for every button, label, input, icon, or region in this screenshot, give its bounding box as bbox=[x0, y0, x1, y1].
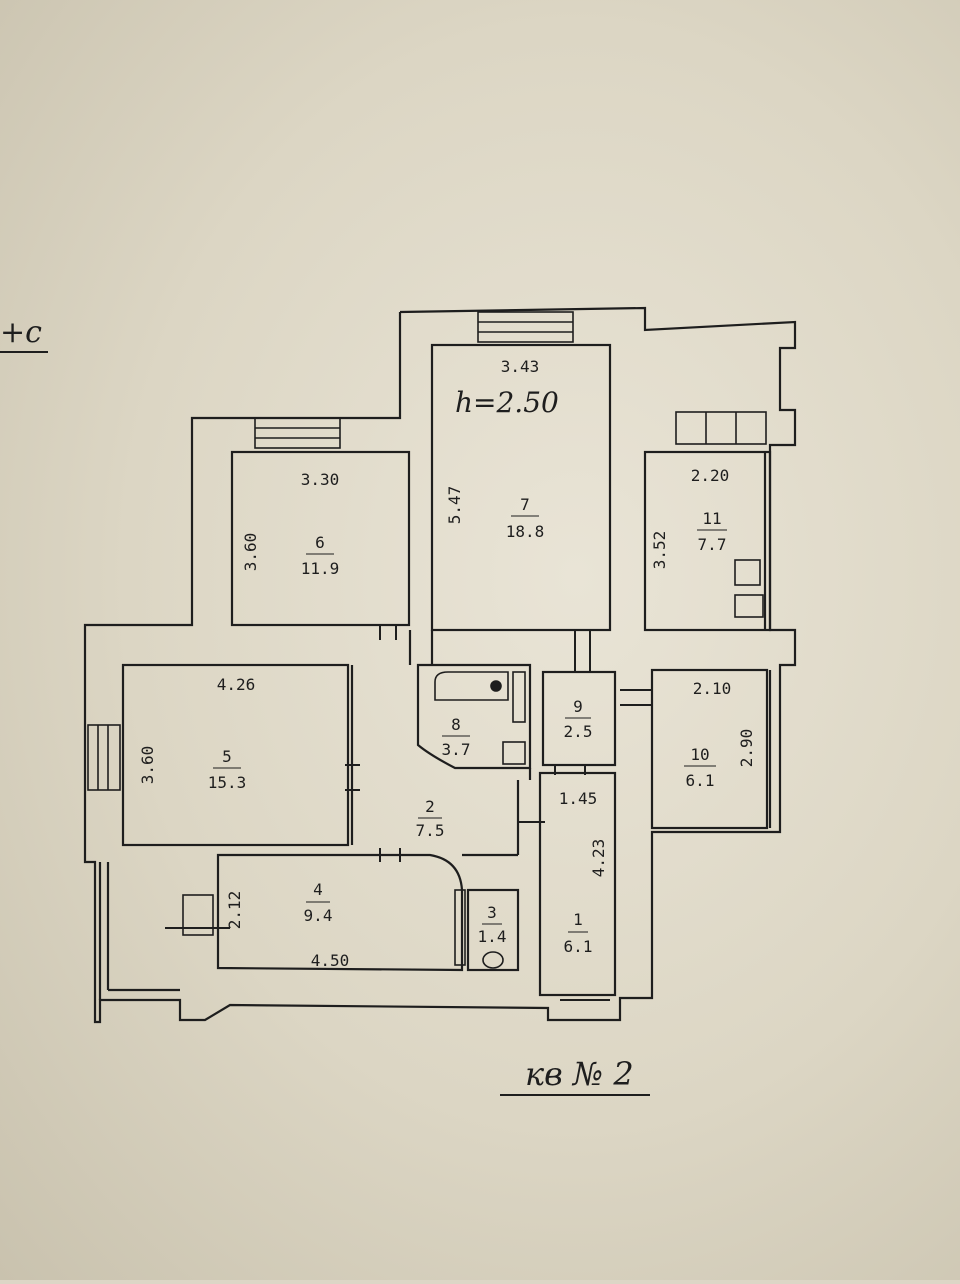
room-10-outline bbox=[650, 668, 769, 830]
svg-text:6: 6 bbox=[315, 533, 325, 552]
room-3-label: 3 1.4 bbox=[478, 903, 507, 946]
toilet bbox=[482, 951, 504, 969]
room-6-label: 6 11.9 bbox=[301, 533, 340, 578]
room-4-outline bbox=[216, 853, 464, 972]
svg-text:8: 8 bbox=[451, 715, 461, 734]
sink-bath bbox=[502, 741, 526, 765]
svg-text:18.8: 18.8 bbox=[506, 522, 545, 541]
svg-text:15.3: 15.3 bbox=[208, 773, 247, 792]
room-9-outline bbox=[541, 670, 617, 767]
svg-text:9: 9 bbox=[573, 697, 583, 716]
kitchen-sink bbox=[734, 594, 764, 618]
dim-r4-width: 4.50 bbox=[311, 951, 350, 970]
dim-r10-width: 2.10 bbox=[693, 679, 732, 698]
outer-wall bbox=[83, 306, 797, 1024]
svg-text:6.1: 6.1 bbox=[564, 937, 593, 956]
dim-r5-height: 3.60 bbox=[138, 746, 157, 785]
room-7-outline bbox=[430, 343, 612, 632]
balcony-outline bbox=[98, 862, 180, 1000]
bath-radiator bbox=[512, 671, 526, 723]
inner-wall-lines bbox=[763, 452, 772, 828]
svg-text:4: 4 bbox=[313, 880, 323, 899]
room-3-outline bbox=[466, 888, 520, 972]
svg-text:2: 2 bbox=[425, 797, 435, 816]
room-11-label: 11 7.7 bbox=[697, 509, 727, 554]
apartment-label: кв № 2 bbox=[525, 1055, 634, 1093]
stove bbox=[734, 559, 761, 586]
dim-r4-height: 2.12 bbox=[225, 891, 244, 930]
room-1-label: 1 6.1 bbox=[564, 910, 593, 956]
svg-text:7: 7 bbox=[520, 495, 530, 514]
bathtub-drain bbox=[490, 680, 502, 692]
dim-r6-height: 3.60 bbox=[241, 533, 260, 572]
walls bbox=[83, 306, 797, 1024]
window-room-4 bbox=[182, 894, 214, 936]
dim-r1-width: 1.45 bbox=[559, 789, 598, 808]
svg-text:5: 5 bbox=[222, 747, 232, 766]
room-1-outline bbox=[538, 771, 617, 997]
svg-text:9.4: 9.4 bbox=[304, 906, 333, 925]
room-6-outline bbox=[230, 450, 411, 627]
svg-text:1.4: 1.4 bbox=[478, 927, 507, 946]
room-2-label: 2 7.5 bbox=[416, 797, 445, 840]
ceiling-height: h=2.50 bbox=[455, 386, 559, 419]
svg-text:3: 3 bbox=[487, 903, 497, 922]
svg-text:11.9: 11.9 bbox=[301, 559, 340, 578]
fixtures bbox=[434, 559, 764, 969]
room-11-outline bbox=[643, 450, 772, 632]
room-9-label: 9 2.5 bbox=[564, 697, 593, 741]
room-7-label: 7 18.8 bbox=[506, 495, 545, 541]
dim-r5-width: 4.26 bbox=[217, 675, 256, 694]
svg-text:10: 10 bbox=[690, 745, 709, 764]
room-8-label: 8 3.7 bbox=[442, 715, 471, 759]
dim-r7-height: 5.47 bbox=[445, 486, 464, 525]
toilet-radiator bbox=[454, 889, 466, 966]
dim-r11-height: 3.52 bbox=[650, 531, 669, 570]
room-5-label: 5 15.3 bbox=[208, 747, 247, 792]
window-room-7 bbox=[477, 311, 574, 343]
dim-r7-width: 3.43 bbox=[501, 357, 540, 376]
window-room-5 bbox=[87, 724, 121, 791]
svg-text:11: 11 bbox=[702, 509, 721, 528]
svg-text:7.7: 7.7 bbox=[698, 535, 727, 554]
door-marks bbox=[165, 625, 652, 1001]
windows bbox=[87, 311, 767, 936]
bathtub bbox=[434, 671, 509, 701]
room-4-label: 4 9.4 bbox=[304, 880, 333, 925]
dim-r10-height: 2.90 bbox=[737, 729, 756, 768]
svg-text:2.5: 2.5 bbox=[564, 722, 593, 741]
header-fragment: +c bbox=[0, 315, 42, 350]
svg-text:1: 1 bbox=[573, 910, 583, 929]
dim-r1-height: 4.23 bbox=[589, 839, 608, 878]
room-8-outline bbox=[416, 663, 532, 770]
dim-r6-width: 3.30 bbox=[301, 470, 340, 489]
dimension-labels: 3.43 5.47 3.30 3.60 2.20 3.52 4.26 3.60 … bbox=[138, 357, 756, 970]
room-2-outline bbox=[350, 630, 532, 857]
svg-text:3.7: 3.7 bbox=[442, 740, 471, 759]
svg-text:6.1: 6.1 bbox=[686, 771, 715, 790]
svg-text:7.5: 7.5 bbox=[416, 821, 445, 840]
window-room-11 bbox=[675, 411, 767, 445]
window-room-6 bbox=[254, 417, 341, 449]
room-labels: 1 6.1 2 7.5 3 1.4 4 9.4 5 15.3 6 11.9 bbox=[208, 495, 727, 956]
room-5-outline bbox=[121, 663, 350, 847]
room-10-label: 10 6.1 bbox=[684, 745, 716, 790]
dim-r11-width: 2.20 bbox=[691, 466, 730, 485]
